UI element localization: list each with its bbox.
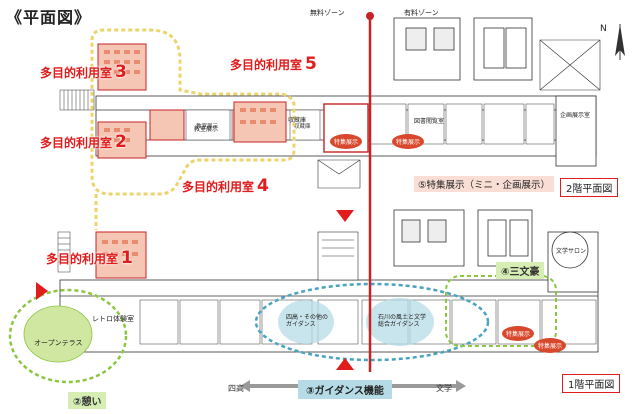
sanbungo-label: ④三文豪 (496, 262, 545, 279)
page-title: 《平面図》 (6, 8, 92, 27)
guidance-dotted-ellipse (254, 282, 490, 362)
entrance-arrow-bottom (336, 358, 354, 370)
compass-label: N (600, 24, 607, 34)
svg-text:教室展示: 教室展示 (196, 122, 219, 130)
room-label-shuzouko: 収蔵庫 (288, 117, 307, 124)
floor-1-label: 1階平面図 (562, 374, 621, 393)
guidance-a-shape (278, 300, 334, 344)
special-exhibit-tag-1f-a: 特集展示 (502, 326, 535, 341)
special-exhibit-label: ⑤特集展示（ミニ・企画展示） (414, 176, 555, 192)
ikoi-dotted-ellipse (8, 288, 128, 384)
floor-2-label: 2階平面図 (560, 178, 619, 197)
room-label-kikaku: 企画展示室 (560, 112, 591, 119)
multipurpose-dotted-loop (90, 28, 296, 196)
bungaku-salon-shape (551, 231, 589, 269)
room-label-guidance-b: 石川の風土と文学 総合ガイダンス (378, 314, 427, 329)
free-zone-label: 無料ゾーン (310, 9, 345, 17)
retro-room-label: レトロ体験室 (92, 315, 134, 323)
special-exhibit-tag-1f-b: 特集展示 (534, 338, 567, 353)
entrance-arrow-left (36, 282, 48, 300)
entrance-arrow-top (336, 210, 354, 222)
entrance-1f (317, 231, 359, 281)
roof-2f-center (317, 159, 361, 189)
svg-text:収蔵庫: 収蔵庫 (294, 122, 311, 130)
open-terrace-label: オープンテラス (34, 339, 83, 347)
bungaku-salon-label: 文学サロン (556, 248, 587, 255)
guidance-label: ③ガイダンス機能 (298, 380, 392, 399)
room-label-shiryo: 図書閲覧室 (414, 118, 445, 125)
direction-left-label: 四高 (228, 384, 244, 393)
open-terrace-shape (23, 305, 93, 363)
ikoi-label: ②憩い (68, 392, 107, 409)
paid-zone-label: 有料ゾーン (404, 9, 439, 17)
north-arrow-icon (615, 24, 625, 60)
stairs-2f-left (59, 89, 95, 111)
guidance-b-shape (366, 298, 434, 346)
special-exhibit-tag-2f-b: 特集展示 (392, 134, 425, 149)
upper-wings-1f (393, 209, 533, 267)
special-exhibit-tag-2f-a: 特集展示 (330, 134, 363, 149)
direction-right-label: 文学 (436, 384, 452, 393)
room-label-kyoyo: 教室展示 (194, 126, 219, 133)
desk-pattern (104, 50, 276, 142)
upper-wings-2f (393, 17, 533, 81)
roof-2f-right (539, 39, 601, 91)
room-label-guidance-a: 四高・その他の ガイダンス (286, 314, 329, 329)
stairs-1f-left (57, 231, 71, 273)
